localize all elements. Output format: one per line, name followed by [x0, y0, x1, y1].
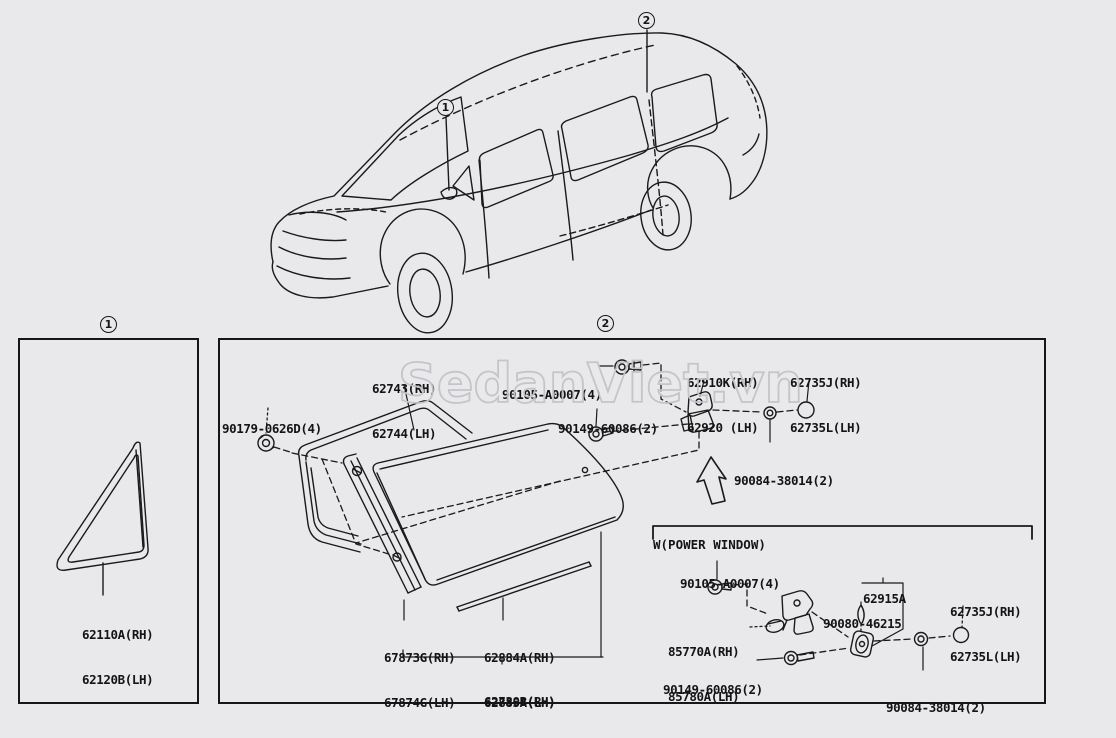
leader-lines [402, 365, 924, 671]
screw-icon [614, 359, 642, 375]
label-62110A: 62110A(RH) 62120B(LH) [82, 627, 154, 687]
callout-car-rear: 2 [638, 12, 655, 29]
callout-1-leader [445, 116, 450, 191]
label-90149-upper: 90149-60086(2) [558, 421, 658, 436]
run-channel-drawing [342, 453, 422, 594]
label-90179-nut: 90179-0626D(4) [222, 421, 322, 436]
screw-icon [707, 579, 732, 595]
callout-car-front: 1 [437, 99, 454, 116]
nut-icon [257, 434, 275, 452]
assembly-dashed-connectors [265, 362, 964, 656]
power-window-arrow-icon [696, 456, 727, 505]
detail-box-1 [18, 338, 199, 704]
label-62735J-lower: 62735J(RH) 62735L(LH) [950, 604, 1022, 664]
grommet-icon [763, 406, 777, 420]
callout-box-2: 2 [597, 315, 614, 332]
label-90084-lower: 90084-38014(2) [886, 700, 986, 715]
label-90149-lower: 90149-60086(2) [663, 682, 763, 697]
detail-box-2 [218, 338, 1046, 704]
label-90084-upper: 90084-38014(2) [734, 473, 834, 488]
stud-pin-icon [857, 604, 865, 624]
label-62730B: 62730B(RH) 62740B(LH) [484, 694, 556, 709]
rear-quarter-window [650, 73, 718, 153]
label-85770A: 85770A(RH) 85780A(LH) [668, 644, 740, 704]
cushion-icon [797, 401, 815, 419]
cushion-icon [952, 626, 970, 644]
front-vent-window [452, 165, 475, 201]
lock-drawing [765, 590, 814, 635]
label-90105-A0007-pw: 90105-A0007(4) [680, 576, 780, 591]
label-90105-A0007-top: 90105-A0007(4) [502, 387, 602, 402]
quarter-glass-drawing [372, 422, 624, 586]
label-62743: 62743(RH) 62744(LH) [372, 381, 437, 441]
screw-icon [588, 426, 614, 442]
callout-box-1: 1 [100, 316, 117, 333]
label-power-window-note: W(POWER WINDOW) [653, 537, 766, 552]
screw-icon [783, 650, 815, 666]
label-62884A: 62884A(RH) 62885A(LH) [484, 650, 556, 710]
label-62910K: 62910K(RH) 62920 (LH) [687, 375, 759, 435]
vehicle-drawing [270, 29, 768, 334]
label-90080-46215: 90080-46215 [823, 616, 902, 631]
moulding-strip-drawing [456, 561, 592, 612]
label-62735J-upper: 62735J(RH) 62735L(LH) [790, 375, 862, 435]
hinge-drawing [680, 391, 714, 433]
quarter-glass-weatherstrip-drawing [56, 441, 149, 596]
power-window-bracket [652, 525, 1033, 540]
label-62915A: 62915A [863, 591, 906, 606]
grommet-icon [913, 631, 929, 647]
label-67873G: 67873G(RH) 67874G(LH) [384, 650, 456, 710]
